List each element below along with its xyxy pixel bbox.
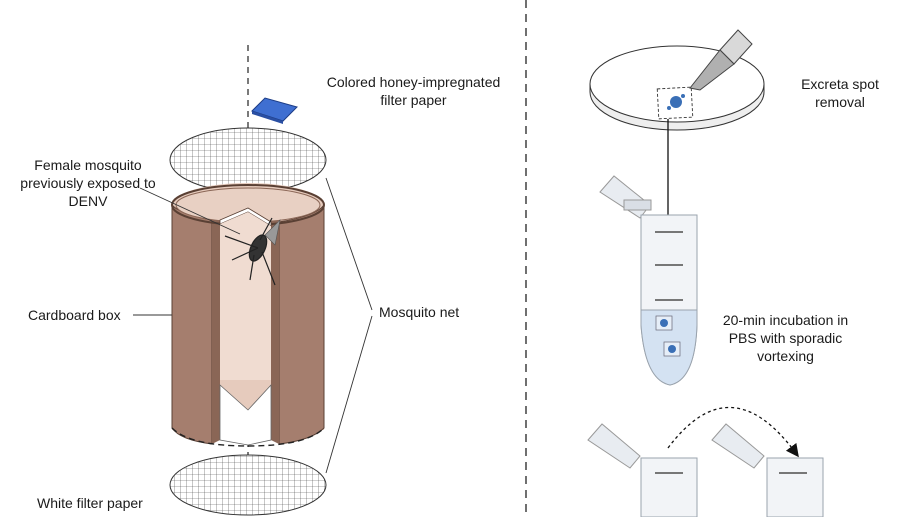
net-leader-upper [325, 177, 373, 311]
mosquito-leader-line [139, 187, 241, 235]
bottom-filter-net [169, 454, 327, 516]
mosquito [224, 217, 281, 286]
scalpel [689, 29, 753, 91]
honey-filter-paper [251, 97, 298, 124]
mosquito-net-label: Mosquito net [379, 304, 460, 320]
top-mosquito-net [169, 127, 327, 193]
mosquito-label: Female mosquito previously exposed to DE… [20, 157, 156, 209]
cardboard-box-label: Cardboard box [28, 307, 121, 323]
incubation-label: 20-min incubation in PBS with sporadic v… [722, 312, 849, 364]
white-filter-paper-label: White filter paper [37, 495, 143, 511]
microtube-right [711, 423, 824, 517]
transfer-curved-arrow [667, 406, 799, 458]
spot-removal-label: Excreta spot removal [801, 76, 879, 110]
microtube-incubation [599, 175, 698, 386]
microtube-left [587, 423, 698, 517]
net-leader-lower [325, 315, 373, 474]
honey-paper-label: Colored honey-impregnated filter paper [326, 74, 501, 108]
cardboard-box [171, 183, 325, 447]
